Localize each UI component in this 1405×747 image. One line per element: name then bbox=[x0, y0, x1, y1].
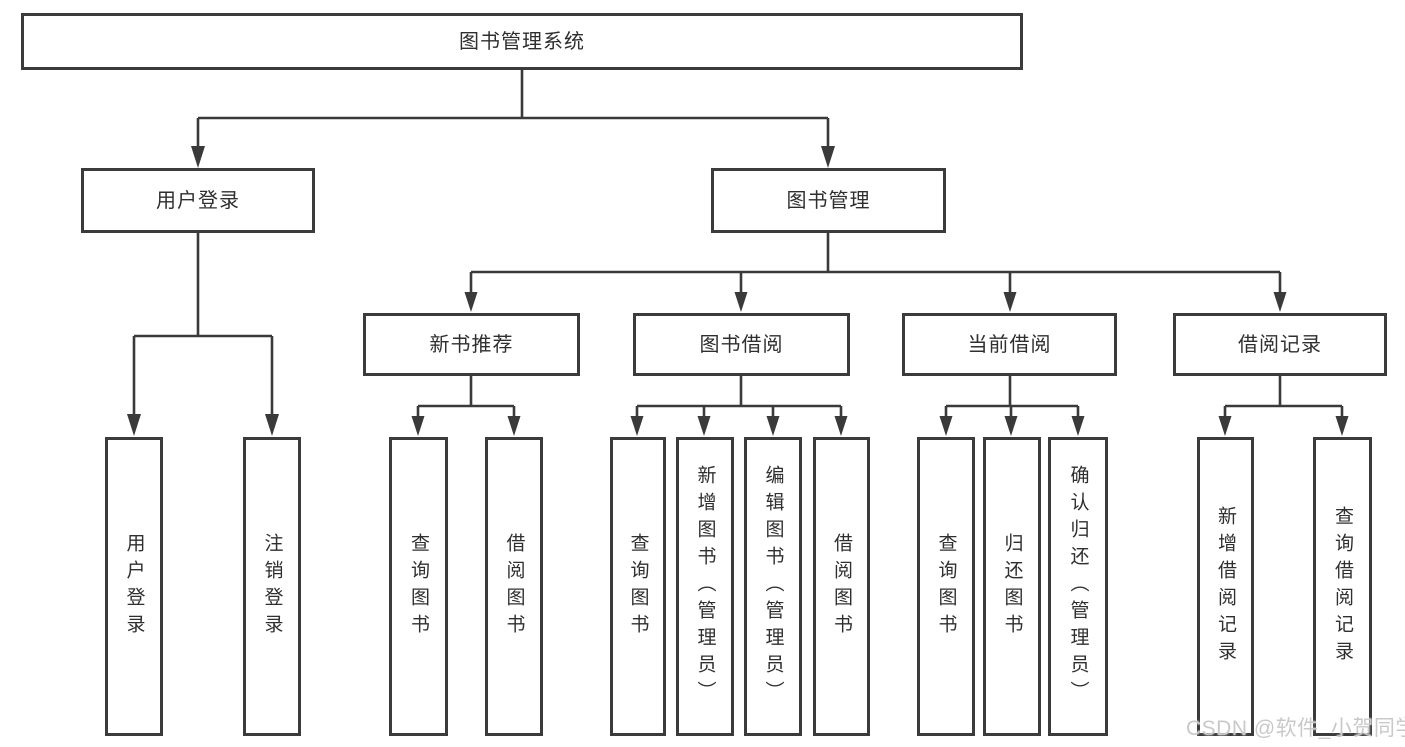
leaf-borrow-edit-books-admin: 编辑图书（管理员） bbox=[744, 437, 802, 736]
leaf-current-return-books: 归还图书 bbox=[983, 437, 1041, 736]
leaf-logout: 注销登录 bbox=[243, 437, 301, 736]
leaf-current-query-books: 查询图书 bbox=[917, 437, 975, 736]
node-library-management-system: 图书管理系统 bbox=[21, 13, 1023, 70]
leaf-newbook-borrow-books: 借阅图书 bbox=[485, 437, 543, 736]
leaf-records-add-borrow-record: 新增借阅记录 bbox=[1197, 437, 1254, 736]
node-user-login: 用户登录 bbox=[81, 168, 315, 233]
csdn-watermark: CSDN @软件_小贺同学 bbox=[1186, 717, 1405, 740]
leaf-records-query-borrow-record: 查询借阅记录 bbox=[1313, 437, 1372, 736]
node-book-borrowing: 图书借阅 bbox=[633, 313, 850, 376]
node-new-book-recommend: 新书推荐 bbox=[363, 313, 580, 376]
node-borrowing-records: 借阅记录 bbox=[1173, 313, 1387, 376]
leaf-newbook-query-books: 查询图书 bbox=[389, 437, 448, 736]
node-current-borrowing: 当前借阅 bbox=[902, 313, 1117, 376]
leaf-current-confirm-return-admin: 确认归还（管理员） bbox=[1048, 437, 1108, 736]
leaf-borrow-borrow-books: 借阅图书 bbox=[813, 437, 870, 736]
arrowheads bbox=[127, 146, 1349, 436]
leaf-user-login: 用户登录 bbox=[105, 437, 163, 736]
node-book-management: 图书管理 bbox=[711, 168, 946, 233]
leaf-borrow-query-books: 查询图书 bbox=[610, 437, 666, 736]
leaf-borrow-add-books-admin: 新增图书（管理员） bbox=[676, 437, 734, 736]
